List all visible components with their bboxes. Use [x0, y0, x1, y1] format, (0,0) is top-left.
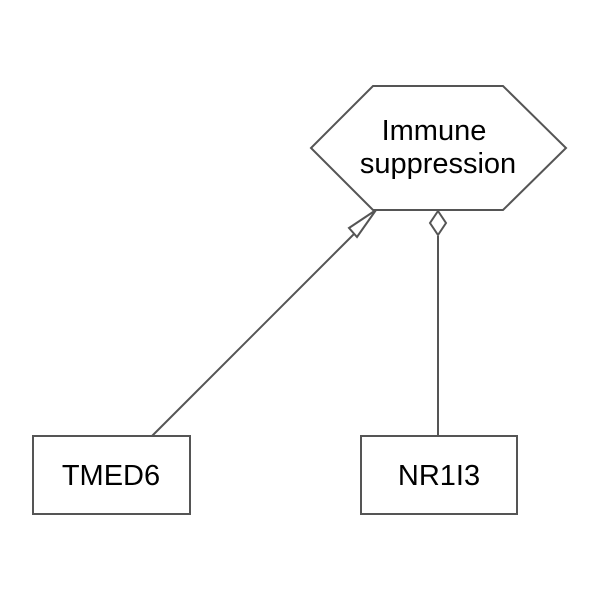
- node-label-tmed6: TMED6: [62, 460, 160, 492]
- hexagon-shape: [309, 85, 568, 211]
- hollow-triangle-arrowhead: [347, 209, 377, 239]
- node-immune-suppression[interactable]: Immune suppression: [309, 85, 568, 211]
- edge-nr1i3-to-immune-suppression: [428, 209, 448, 436]
- edge-line-tmed6: [151, 225, 363, 437]
- node-nr1i3[interactable]: NR1I3: [360, 435, 518, 515]
- node-label-line-2: suppression: [360, 148, 516, 180]
- node-label-nr1i3: NR1I3: [398, 460, 480, 492]
- edge-tmed6-to-immune-suppression: [151, 209, 377, 437]
- hollow-diamond-end: [428, 209, 448, 237]
- node-tmed6[interactable]: TMED6: [32, 435, 191, 515]
- node-label-immune-suppression: Immune suppression: [360, 115, 516, 180]
- rectangle-shape: [360, 435, 518, 515]
- rectangle-shape: [32, 435, 191, 515]
- node-label-line-1: Immune: [382, 115, 487, 147]
